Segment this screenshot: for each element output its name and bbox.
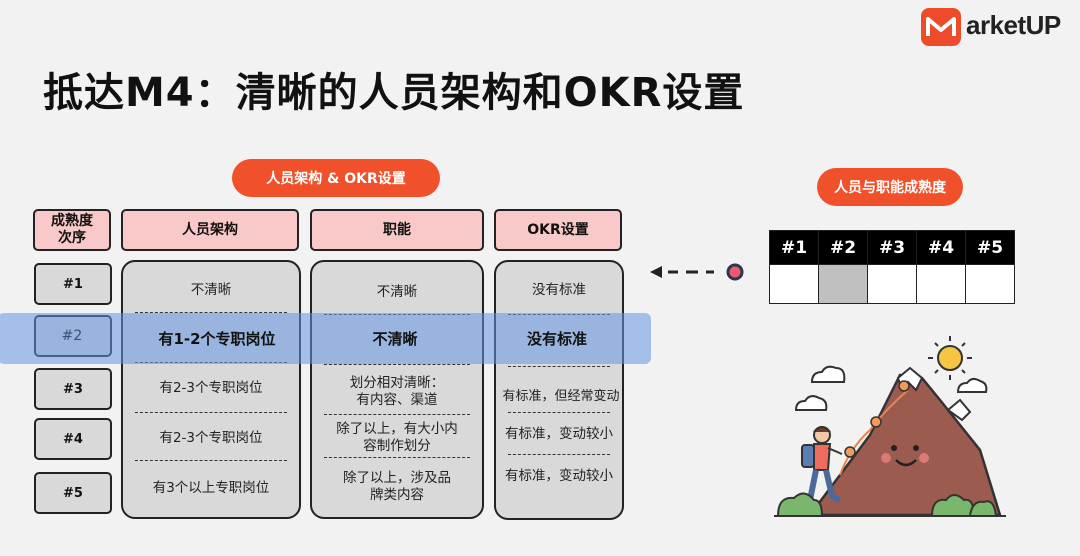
cloud-icon: [794, 365, 988, 411]
stage-header: 成熟度 次序: [33, 209, 111, 251]
stage-box-5: #5: [34, 472, 112, 514]
mountain-climber-illustration: [774, 336, 1006, 517]
matrix-header-4: #4: [916, 230, 966, 265]
function-column: 不清晰 划分相对清晰： 有内容、渠道 除了以上，有大小内 容制作划分 除了以上，…: [310, 260, 484, 519]
highlight-stage-label: #2: [61, 328, 83, 344]
okr-header: OKR设置: [494, 209, 622, 251]
matrix-header-1: #1: [769, 230, 819, 265]
stage-box-1: #1: [34, 263, 112, 305]
matrix-cell-5: [965, 264, 1015, 304]
highlight-people-value: 有1-2个专职岗位: [158, 329, 276, 348]
function-cell-4: 除了以上，有大小内 容制作划分: [336, 421, 458, 454]
marketup-logo-icon: [921, 8, 961, 46]
people-cell-1: 不清晰: [190, 281, 232, 298]
matrix-header-2: #2: [818, 230, 868, 265]
matrix-cell-1: [769, 264, 819, 304]
function-cell-1: 不清晰: [376, 283, 418, 300]
okr-column: 没有标准 有标准，但经常变动 有标准，变动较小 有标准，变动较小: [494, 260, 624, 520]
sun-icon: [928, 336, 972, 380]
matrix-header-5: #5: [965, 230, 1015, 265]
okr-cell-5: 有标准，变动较小: [505, 467, 613, 484]
highlight-function-value: 不清晰: [372, 329, 418, 348]
function-cell-3: 划分相对清晰： 有内容、渠道: [349, 375, 445, 408]
okr-cell-1: 没有标准: [532, 281, 586, 298]
people-header: 人员架构: [121, 209, 299, 251]
page-title: 抵达M4：清晰的人员架构和OKR设置: [43, 70, 745, 116]
function-header: 职能: [310, 209, 484, 251]
logo-text: arketUP: [966, 10, 1061, 40]
function-cell-5: 除了以上，涉及品 牌类内容: [343, 470, 451, 503]
okr-cell-4: 有标准，变动较小: [505, 425, 613, 442]
highlight-okr-value: 没有标准: [526, 329, 587, 348]
stage-box-3: #3: [34, 368, 112, 410]
people-cell-3: 有2-3个专职岗位: [159, 379, 263, 396]
people-column: 不清晰 有2-3个专职岗位 有2-3个专职岗位 有3个以上专职岗位: [121, 260, 301, 519]
stage-2-highlight: [0, 313, 651, 364]
arrow-left-icon: [650, 263, 744, 281]
matrix-cell-3: [867, 264, 917, 304]
maturity-matrix: #1 #2 #3 #4 #5: [769, 230, 1015, 304]
matrix-header-3: #3: [867, 230, 917, 265]
people-cell-4: 有2-3个专职岗位: [159, 429, 263, 446]
people-cell-5: 有3个以上专职岗位: [152, 479, 270, 496]
matrix-cell-2-selected: [818, 264, 868, 304]
matrix-cell-4: [916, 264, 966, 304]
stage-box-4: #4: [34, 418, 112, 460]
maturity-pill: 人员与职能成熟度: [817, 168, 963, 206]
okr-cell-3: 有标准，但经常变动: [502, 388, 620, 404]
people-okr-pill: 人员架构 & OKR设置: [232, 159, 440, 197]
